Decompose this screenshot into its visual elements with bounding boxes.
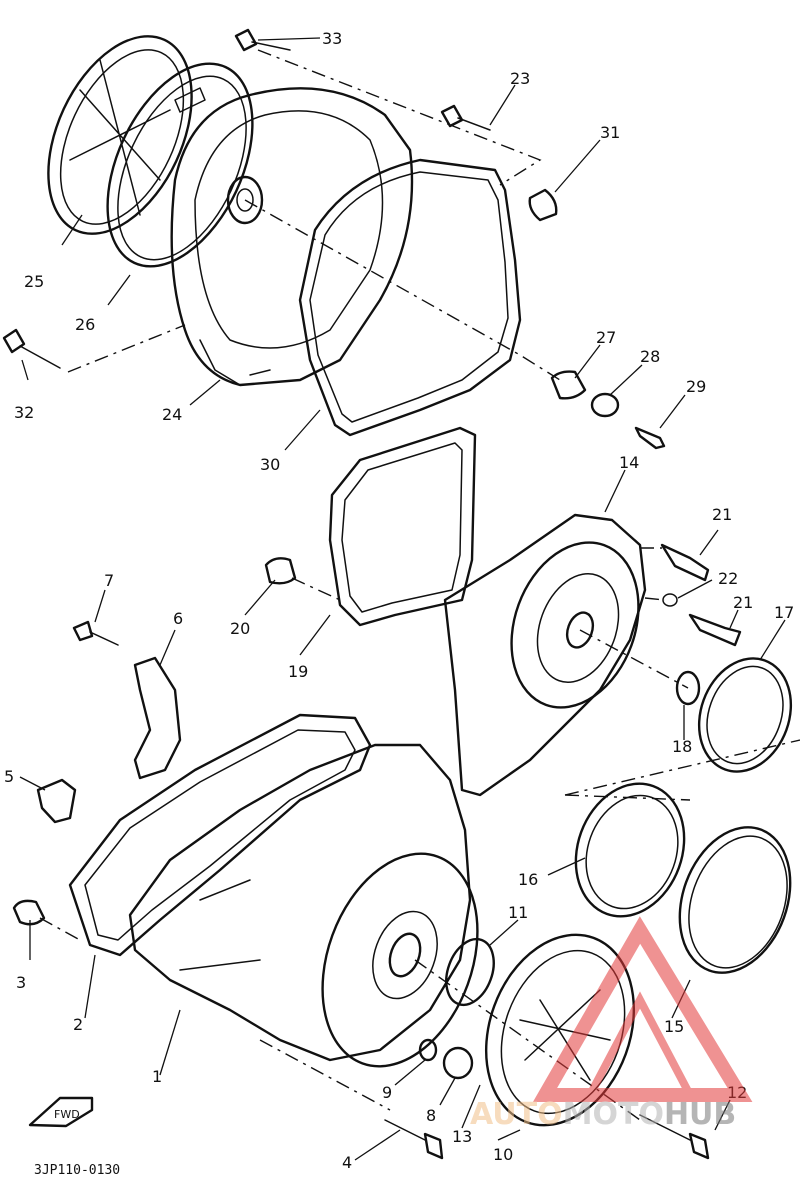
part-33-bolt (234, 28, 291, 52)
callout-33: 33 (322, 29, 342, 48)
part-5-bracket (36, 778, 77, 824)
callout-22: 22 (718, 569, 738, 588)
part-19-gasket (328, 426, 477, 627)
callout-11: 11 (508, 903, 528, 922)
watermark: AUTOMOTOHUB (470, 916, 753, 1132)
callout-24: 24 (162, 405, 182, 424)
part-8-plug (442, 1046, 474, 1080)
svg-text:AUTOMOTOHUB: AUTOMOTOHUB (470, 1097, 736, 1132)
callout-14: 14 (619, 453, 639, 472)
upper-cover-assembly (2, 28, 666, 450)
callout-10: 10 (493, 1145, 513, 1164)
callout-2: 2 (73, 1015, 83, 1034)
watermark-auto: AUTO (470, 1097, 563, 1132)
callout-28: 28 (640, 347, 660, 366)
drawing-code: 3JP110-0130 (34, 1163, 120, 1178)
callout-16: 16 (518, 870, 538, 889)
part-28-seal (590, 392, 620, 418)
callout-30: 30 (260, 455, 280, 474)
part-7-bolt (72, 620, 119, 646)
part-10-cover (484, 933, 636, 1127)
part-17-clip (697, 657, 793, 773)
fwd-label: FWD (54, 1108, 80, 1121)
callout-9: 9 (382, 1083, 392, 1102)
part-26-gasket (106, 62, 254, 268)
callout-6: 6 (173, 609, 183, 628)
callout-8: 8 (426, 1106, 436, 1125)
callout-21-lower: 21 (733, 593, 753, 612)
callout-18: 18 (672, 737, 692, 756)
part-22-washer (662, 593, 678, 607)
callout-19: 19 (288, 662, 308, 681)
callout-4: 4 (342, 1153, 352, 1172)
part-27-collar (550, 370, 587, 400)
callout-23: 23 (510, 69, 530, 88)
part-21-bolt-lower (688, 613, 742, 647)
middle-assembly (264, 426, 793, 797)
callout-5: 5 (4, 767, 14, 786)
part-20-pin (264, 557, 297, 585)
callout-3: 3 (16, 973, 26, 992)
part-31-plug (528, 188, 558, 222)
watermark-hub: HUB (664, 1097, 736, 1132)
part-9-oring (418, 1038, 438, 1062)
callout-31: 31 (600, 123, 620, 142)
part-18-seal (675, 670, 701, 706)
part-14-cover (443, 513, 647, 797)
callout-17: 17 (774, 603, 794, 622)
watermark-moto: MOTO (563, 1097, 664, 1132)
part-6-bracket (133, 656, 182, 780)
lower-assembly (12, 620, 800, 1160)
part-30-gasket (298, 158, 522, 437)
part-24-cover-body (170, 87, 414, 387)
fwd-arrow: FWD (28, 1096, 94, 1128)
part-21-bolt-upper (660, 543, 710, 582)
part-32-bolt (2, 328, 61, 369)
callout-21-upper: 21 (712, 505, 732, 524)
part-2-gasket (68, 713, 372, 957)
part-25-cover (47, 35, 193, 235)
part-15-cap (678, 826, 792, 974)
callout-7: 7 (104, 571, 114, 590)
part-1-crankcase-cover (128, 743, 479, 1068)
callout-labels: 1 2 3 4 5 6 7 8 9 10 11 12 13 14 15 16 1… (4, 29, 794, 1172)
callout-27: 27 (596, 328, 616, 347)
part-3-dowel (12, 899, 46, 926)
part-23-bolt (440, 104, 491, 131)
callout-15: 15 (664, 1017, 684, 1036)
part-11-oring (445, 937, 495, 1007)
leader-lines (19, 37, 786, 1161)
part-16-gasket (574, 782, 686, 918)
callout-25: 25 (24, 272, 44, 291)
part-12-bolt (639, 1114, 710, 1160)
callout-13: 13 (452, 1127, 472, 1146)
part-4-bolt (384, 1119, 444, 1160)
callout-1: 1 (152, 1067, 162, 1086)
callout-20: 20 (230, 619, 250, 638)
callout-29: 29 (686, 377, 706, 396)
callout-32: 32 (14, 403, 34, 422)
part-29-screw (634, 426, 666, 450)
callout-26: 26 (75, 315, 95, 334)
